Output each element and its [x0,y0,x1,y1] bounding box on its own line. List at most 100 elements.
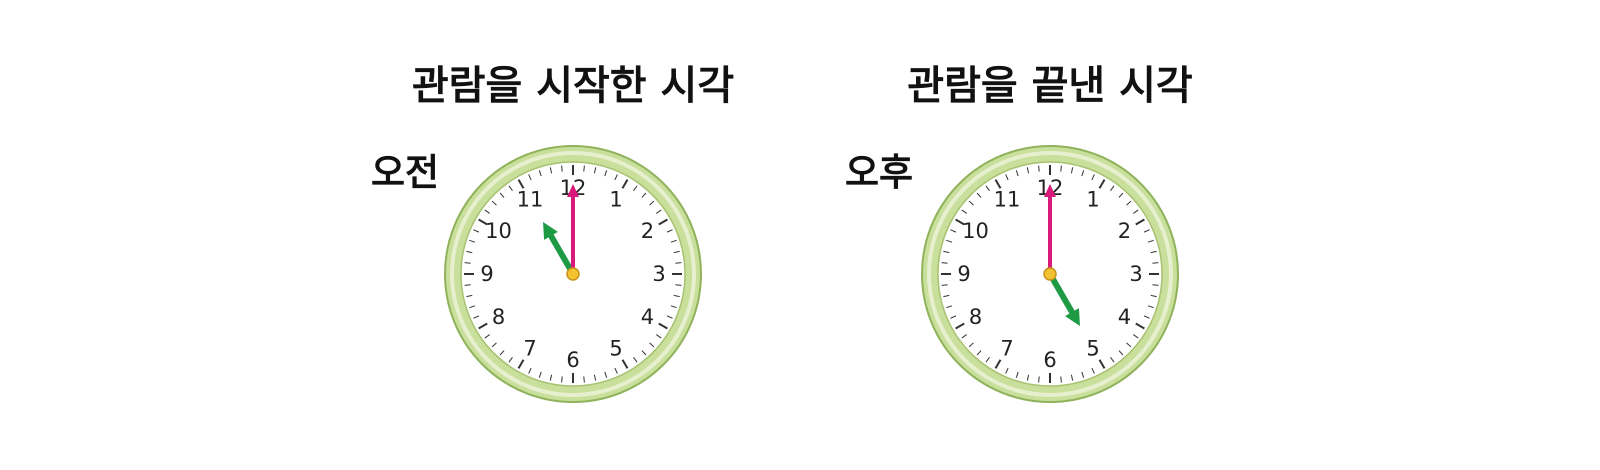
minute-tick [614,367,618,374]
minute-tick [1060,165,1062,172]
dial-number: 2 [641,219,654,243]
minute-tick [604,170,608,177]
minute-tick [469,239,476,243]
minute-tick [673,250,680,254]
dial-number: 11 [517,188,544,212]
minute-tick [499,192,505,198]
minute-tick [538,371,542,378]
minute-tick [1081,170,1085,177]
dial-number: 10 [962,219,989,243]
minute-tick [561,376,563,383]
dial-number: 1 [609,188,622,212]
minute-tick [1060,376,1062,383]
minute-tick [549,374,553,381]
minute-tick [508,357,513,363]
minute-tick [549,167,553,174]
minute-tick [633,357,638,363]
minute-tick [538,170,542,177]
minute-tick [1015,170,1019,177]
minute-tick [484,209,490,214]
dial-number: 4 [641,305,654,329]
dial-number: 1 [1086,188,1099,212]
minute-tick [985,357,990,363]
minute-tick [950,315,957,319]
minute-tick [985,185,990,191]
minute-tick [1118,192,1124,198]
minute-tick [1150,250,1157,254]
minute-tick [583,376,585,383]
minute-tick [1005,367,1009,374]
dial-number: 3 [652,262,665,286]
hour-tick [1135,218,1145,226]
hour-tick [994,359,1002,369]
minute-tick [528,174,532,181]
minute-tick [1070,167,1074,174]
minute-tick [1126,342,1132,348]
minute-tick [670,305,677,309]
minute-tick [1147,305,1154,309]
minute-tick [1152,262,1159,264]
hour-tick [517,179,525,189]
minute-tick [1110,185,1115,191]
hour-tick [1098,179,1106,189]
minute-tick [649,342,655,348]
minute-tick [528,367,532,374]
minute-tick [941,284,948,286]
end-period-label: 오후 [845,151,914,194]
start-time-title: 관람을 시작한 시각 [411,63,735,109]
minute-tick [473,229,480,233]
minute-tick [1015,371,1019,378]
dial-number: 10 [485,219,512,243]
dial-number: 8 [492,305,505,329]
minute-tick [656,334,662,339]
hour-tick [478,218,488,226]
minute-tick [1026,374,1030,381]
minute-tick [1147,239,1154,243]
minute-tick [961,209,967,214]
minute-tick [641,192,647,198]
minute-tick [1070,374,1074,381]
hour-tick [1098,359,1106,369]
minute-tick [499,350,505,356]
hour-tick [621,179,629,189]
minute-tick [943,250,950,254]
minute-tick [508,185,513,191]
hour-tick [1135,322,1145,330]
dial-number: 7 [1000,336,1013,360]
dial-number: 5 [609,336,622,360]
hour-hand [543,222,576,277]
minute-tick [1091,367,1095,374]
minute-tick [604,371,608,378]
dial-number: 8 [969,305,982,329]
minute-tick [1150,294,1157,298]
dial-number: 3 [1129,262,1142,286]
minute-tick [593,374,597,381]
start-period-label: 오전 [371,151,440,194]
minute-tick [946,305,953,309]
end-clock: 121234567891011 [921,145,1179,403]
minute-tick [1133,334,1139,339]
clock-rim-highlight [450,151,696,397]
minute-tick [473,315,480,319]
minute-tick [946,239,953,243]
hour-tick [994,179,1002,189]
minute-tick [1026,167,1030,174]
dial-number: 6 [1043,348,1056,372]
dial-number: 11 [994,188,1021,212]
minute-tick [1038,165,1040,172]
minute-tick [656,209,662,214]
minute-tick [1091,174,1095,181]
hour-tick [658,322,668,330]
start-clock: 121234567891011 [444,145,702,403]
dial-number: 9 [957,262,970,286]
minute-hand [567,184,579,276]
minute-tick [1143,315,1150,319]
minute-tick [466,250,473,254]
minute-tick [464,284,471,286]
minute-tick [1143,229,1150,233]
minute-tick [633,185,638,191]
minute-tick [1081,371,1085,378]
minute-tick [561,165,563,172]
center-pin [1043,267,1057,281]
dial-number: 6 [566,348,579,372]
